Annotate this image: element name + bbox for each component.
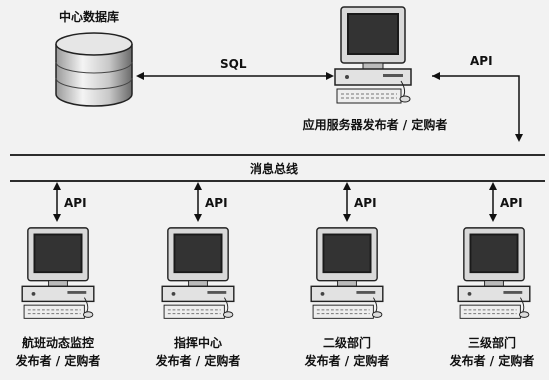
client-4-name: 三级部门: [467, 336, 516, 350]
api-connector-app-server: [432, 75, 523, 142]
client-1-name: 航班动态监控: [21, 336, 94, 350]
database-label: 中心数据库: [59, 10, 120, 24]
computer-icon: [310, 227, 384, 319]
client-2-role: 发布者 / 定购者: [155, 354, 241, 368]
api-label-app-server: API: [470, 54, 493, 68]
client-3-name: 二级部门: [322, 336, 371, 350]
api-label-client-4: API: [500, 196, 523, 210]
message-bus-label: 消息总线: [249, 162, 298, 176]
client-1-role: 发布者 / 定购者: [15, 354, 101, 368]
client-4-role: 发布者 / 定购者: [449, 354, 535, 368]
database-icon: [55, 32, 133, 107]
client-3-role: 发布者 / 定购者: [304, 354, 390, 368]
computer-icon: [21, 227, 95, 319]
api-label-client-3: API: [354, 196, 377, 210]
sql-label: SQL: [220, 57, 247, 71]
api-label-client-2: API: [205, 196, 228, 210]
computer-icon: [334, 6, 412, 104]
computer-icon: [161, 227, 235, 319]
app-server-label: 应用服务器发布者 / 定购者: [302, 118, 448, 132]
client-2-name: 指挥中心: [173, 336, 222, 350]
computer-icon: [457, 227, 531, 319]
api-label-client-1: API: [64, 196, 87, 210]
